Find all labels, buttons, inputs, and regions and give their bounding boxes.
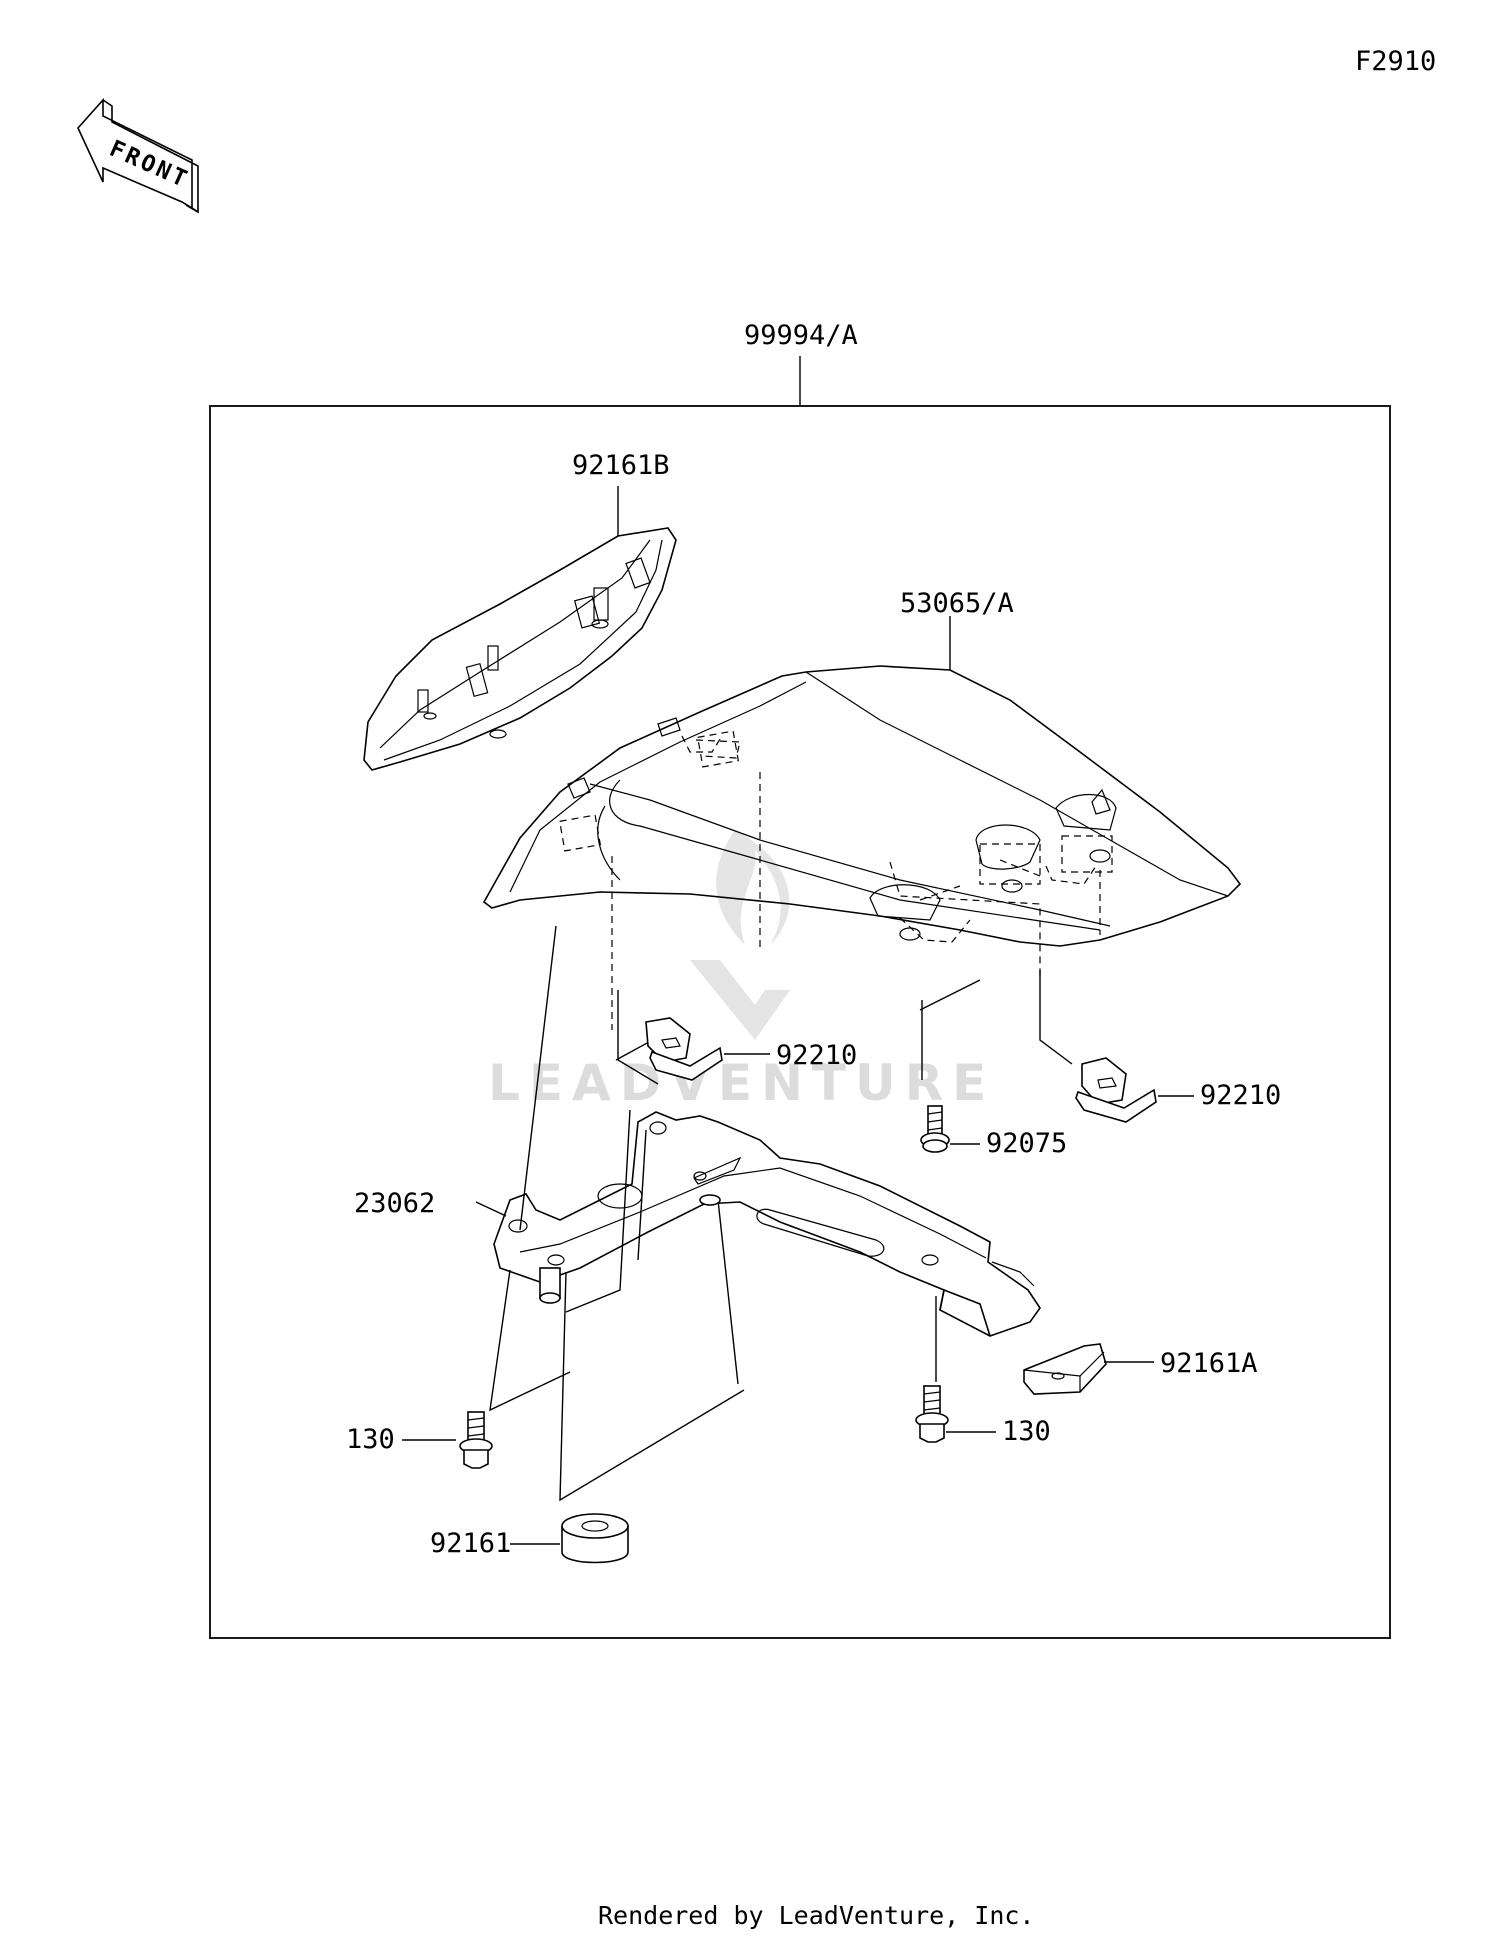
label-screw: 92075 <box>986 1128 1067 1159</box>
bracket-part <box>475 1111 1041 1337</box>
watermark-text: LEADVENTURE <box>488 1054 995 1112</box>
label-seat-pad: 92161B <box>572 450 670 481</box>
label-damper-bottom: 92161 <box>430 1528 511 1559</box>
label-kit: 99994/A <box>744 320 858 351</box>
front-label: FRONT <box>106 136 194 194</box>
label-bracket: 23062 <box>354 1188 435 1219</box>
label-damper-right: 92161A <box>1160 1348 1258 1379</box>
label-clip-left: 92210 <box>776 1040 857 1071</box>
label-seat-cover: 53065/A <box>900 588 1014 619</box>
screw-part <box>920 1105 980 1153</box>
bolt-right-part <box>915 1385 996 1443</box>
leadventure-watermark: LEADVENTURE <box>488 830 995 1112</box>
label-bolt-left: 130 <box>346 1424 395 1455</box>
seat-cover-part <box>482 616 1242 1030</box>
seat-pad-part <box>363 486 677 771</box>
bolt-left-part <box>402 1411 493 1469</box>
front-arrow-icon: FRONT <box>77 97 199 214</box>
damper-bottom-part <box>510 1513 629 1564</box>
footer-credit: Rendered by LeadVenture, Inc. <box>598 1901 1035 1930</box>
figure-code: F2910 <box>1355 46 1436 77</box>
label-clip-right: 92210 <box>1200 1080 1281 1111</box>
damper-right-part <box>1023 1343 1154 1395</box>
clip-left-part <box>645 1017 770 1081</box>
clip-right-part <box>1075 1057 1194 1123</box>
label-bolt-right: 130 <box>1002 1416 1051 1447</box>
